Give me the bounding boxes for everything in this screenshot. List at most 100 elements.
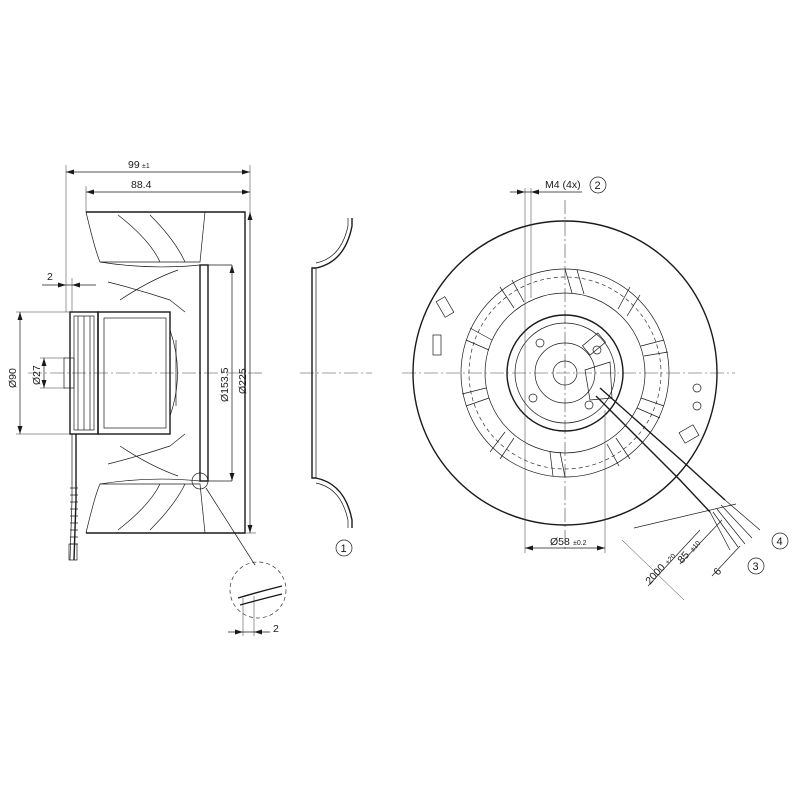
cable-front-a [599, 387, 726, 501]
detail-circle [229, 561, 287, 619]
blade-inner-3 [119, 269, 179, 301]
detail-arrow-r [254, 629, 262, 635]
dim-58-tol: ±0.2 [573, 540, 587, 547]
dim-2000-tol: +20 [664, 553, 677, 567]
m4-label: M4 (4x) [545, 179, 581, 191]
motor-flange [69, 311, 99, 435]
blade-inner-1 [107, 281, 186, 313]
hub-outer [506, 314, 624, 432]
screw-1 [535, 338, 545, 348]
impeller-rim [199, 264, 209, 482]
callout-2-circle [589, 176, 607, 194]
screw-3 [584, 400, 594, 410]
detail-leader [205, 487, 256, 566]
dim-58-arrow-l [525, 545, 533, 551]
impeller-envelope [86, 211, 246, 534]
detail-marker [191, 472, 209, 490]
dim-88-label: 88.4 [131, 179, 152, 191]
detail-view: 2 [228, 561, 287, 636]
marker-box [678, 424, 700, 444]
dim-153-label: Ø153.5 [219, 367, 231, 402]
callout-1: 1 [341, 543, 347, 555]
hub-inner [514, 322, 616, 424]
marker-circle-1 [692, 383, 702, 393]
stamp-box-b [432, 334, 442, 356]
motor-cap [169, 329, 178, 417]
callout-3-circle [747, 557, 765, 575]
front-view: 4 [402, 200, 789, 551]
dim-2000-guide [633, 503, 737, 529]
dim-90-arrow-b [17, 426, 23, 434]
hub-bore [552, 360, 578, 386]
callout-4: 4 [777, 536, 783, 548]
blade-curve-3 [117, 214, 161, 263]
blade-bottom [85, 483, 206, 534]
outer-ring [412, 220, 718, 526]
front-blades [461, 268, 669, 478]
side-dimensions: 99 ±1 88.4 2 Ø90 Ø27 Ø153.5 [7, 159, 256, 534]
dim-153-arrow-t [229, 265, 235, 273]
shaft-boss [63, 357, 75, 389]
hub-center [534, 342, 596, 404]
dim-6-line [711, 545, 741, 577]
cable-side [73, 434, 77, 561]
dim-99-arrow-l [66, 169, 74, 175]
dim-88-arrow-r [242, 189, 250, 195]
dim-225-arrow-b [247, 525, 253, 533]
dim-90-arrow-t [17, 312, 23, 320]
dim-2000-label: 2000 [643, 561, 668, 587]
dim-225-label: Ø225 [237, 368, 249, 394]
detail-edge-1 [237, 585, 283, 599]
side-view [28, 211, 262, 566]
callout-3: 3 [753, 561, 759, 573]
detail-dim-label: 2 [273, 623, 279, 635]
inlet-ring-view: 1 [300, 218, 372, 557]
cable-wires [70, 487, 78, 545]
dim-2000-line [647, 529, 701, 587]
callout-2: 2 [595, 180, 601, 192]
front-dimensions: M4 (4x) 2 Ø58 ±0.2 2000 +20 85 ±10 6 3 [510, 176, 765, 601]
blade-curve-4 [117, 483, 161, 531]
dim-58-label: Ø58 [550, 536, 570, 548]
detail-arrow-l [235, 629, 243, 635]
dim-225-arrow-t [247, 212, 253, 220]
dim-85-line [679, 519, 723, 565]
dim-6-label: 6 [711, 566, 724, 578]
cable-end [68, 543, 78, 561]
inlet-ring-inner [315, 218, 349, 528]
blade-ring-dashed [468, 276, 662, 470]
dim-99-tol: ±1 [142, 163, 150, 170]
cable-side-2 [69, 434, 73, 561]
marker-circle-2 [692, 401, 702, 411]
dim-27-label: Ø27 [31, 365, 43, 385]
blade-curve-2 [99, 478, 201, 485]
dim-85-tol: ±10 [689, 540, 702, 553]
blade-curve-1 [99, 261, 201, 268]
blade-ring-inner [484, 292, 646, 454]
dim-88-arrow-l [86, 189, 94, 195]
motor-inner [103, 317, 167, 429]
dim-2000-ext [621, 539, 685, 601]
inlet-ring-profile [311, 218, 353, 528]
blade-inner-2 [107, 433, 186, 465]
dim-58-arrow-r [597, 545, 605, 551]
hub-label-plate [581, 332, 607, 356]
screw-2 [592, 345, 602, 355]
dim-99-arrow-r [242, 169, 250, 175]
dim-85-label: 85 [675, 549, 692, 566]
blade-curve-6 [149, 483, 186, 531]
m4-arrow-l [517, 189, 525, 195]
cable-wires-front [709, 499, 761, 551]
dim-2-arrow-r [72, 282, 80, 288]
cable-front-b [595, 395, 711, 513]
dim-2-label: 2 [47, 271, 53, 283]
blade-curve-5 [149, 214, 186, 263]
blade-top [85, 211, 206, 263]
dim-2-arrow-l [58, 282, 66, 288]
stamp-box-a [435, 296, 455, 318]
callout-1-circle [335, 539, 353, 557]
dim-90-label: Ø90 [7, 368, 19, 388]
dim-99-label: 99 [128, 159, 140, 171]
dim-27-arrow-b [41, 380, 47, 388]
